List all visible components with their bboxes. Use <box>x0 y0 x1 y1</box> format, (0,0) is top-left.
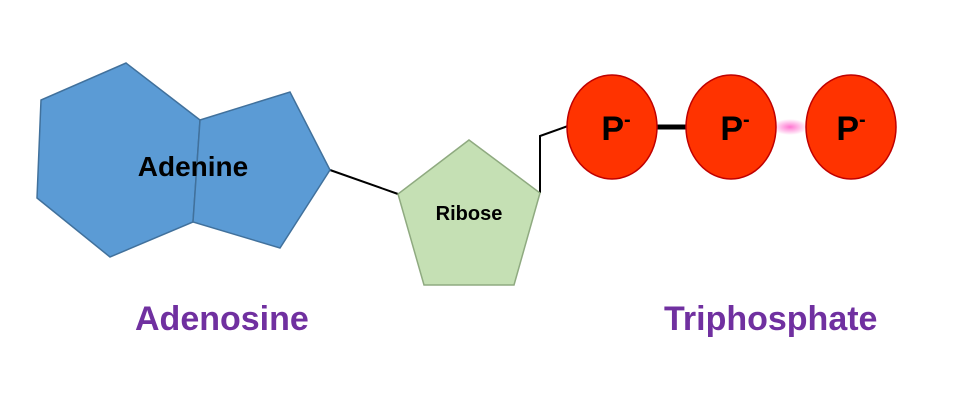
phosphate2-phosphate3-high-energy-bond <box>772 119 808 135</box>
ribose-label: Ribose <box>436 203 503 225</box>
phosphate-charge-1: - <box>624 109 631 131</box>
ribose-phosphate-bond <box>539 125 569 193</box>
phosphate-circle-1 <box>566 74 658 180</box>
adenosine-caption: Adenosine <box>135 300 309 338</box>
phosphate-group-1: P- <box>566 74 658 180</box>
triphosphate-caption: Triphosphate <box>664 300 878 338</box>
phosphate-symbol-1: P <box>601 110 624 148</box>
phosphate-charge-2: - <box>743 109 750 131</box>
ribose-pentagon <box>397 139 541 286</box>
phosphate-symbol-2: P <box>720 110 743 148</box>
phosphate-label-2: P- <box>720 109 749 148</box>
phosphate-group-2: P- <box>685 74 777 180</box>
adenine-label: Adenine <box>138 151 248 182</box>
phosphate-group-3: P- <box>805 74 897 180</box>
phosphate-label-3: P- <box>836 109 865 148</box>
phosphate-symbol-3: P <box>836 110 859 148</box>
phosphate-circle-2 <box>685 74 777 180</box>
adenine-pentagon <box>192 91 331 249</box>
phosphate-circle-3 <box>805 74 897 180</box>
phosphate-charge-3: - <box>859 109 866 131</box>
phosphate-label-1: P- <box>601 109 630 148</box>
adenine-ribose-bond <box>329 169 399 195</box>
